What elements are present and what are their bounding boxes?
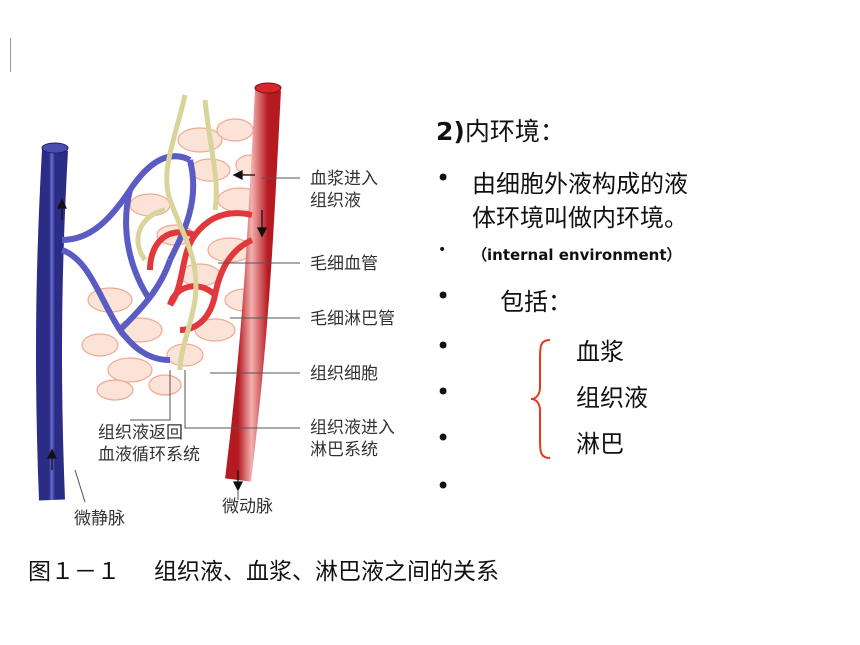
figure-caption: 图１－１ 组织液、血浆、淋巴液之间的关系: [28, 552, 499, 586]
item-tissue-fluid: 组织液: [576, 384, 648, 412]
label-leader-lines: [74, 177, 300, 503]
circulation-diagram: 血浆进入 组织液 毛细血管 毛细淋巴管 组织细胞 组织液进入 淋巴系统 组织液返…: [0, 0, 430, 545]
label-tissue-to-lymph: 组织液进入 淋巴系统: [310, 418, 395, 460]
label-plasma-to-tissue: 血浆进入 组织液: [310, 169, 378, 211]
arterial-capillaries: [147, 210, 254, 333]
item-lymph: 淋巴: [576, 430, 624, 458]
capillary-network-illustration: [35, 82, 300, 503]
venule-vessel: [35, 149, 68, 501]
label-tissue-to-blood: 组织液返回 血液循环系统: [98, 423, 200, 465]
label-arteriole: 微动脉: [222, 497, 273, 517]
figure-number: 图１－１: [28, 559, 120, 585]
slide-edge-mark: [10, 38, 11, 72]
curly-brace: [530, 339, 551, 459]
label-capillary: 毛细血管: [310, 254, 378, 274]
flow-arrows: [46, 169, 268, 492]
label-lymph-capillary: 毛细淋巴管: [310, 309, 395, 329]
label-venule: 微静脉: [74, 509, 125, 529]
item-plasma: 血浆: [576, 338, 624, 366]
section-heading: 2)内环境：: [436, 117, 565, 146]
figure-title: 组织液、血浆、淋巴液之间的关系: [154, 559, 499, 585]
lymph-capillaries: [135, 94, 219, 371]
arteriole-vessel: [225, 89, 281, 482]
label-tissue-cell: 组织细胞: [310, 364, 378, 384]
